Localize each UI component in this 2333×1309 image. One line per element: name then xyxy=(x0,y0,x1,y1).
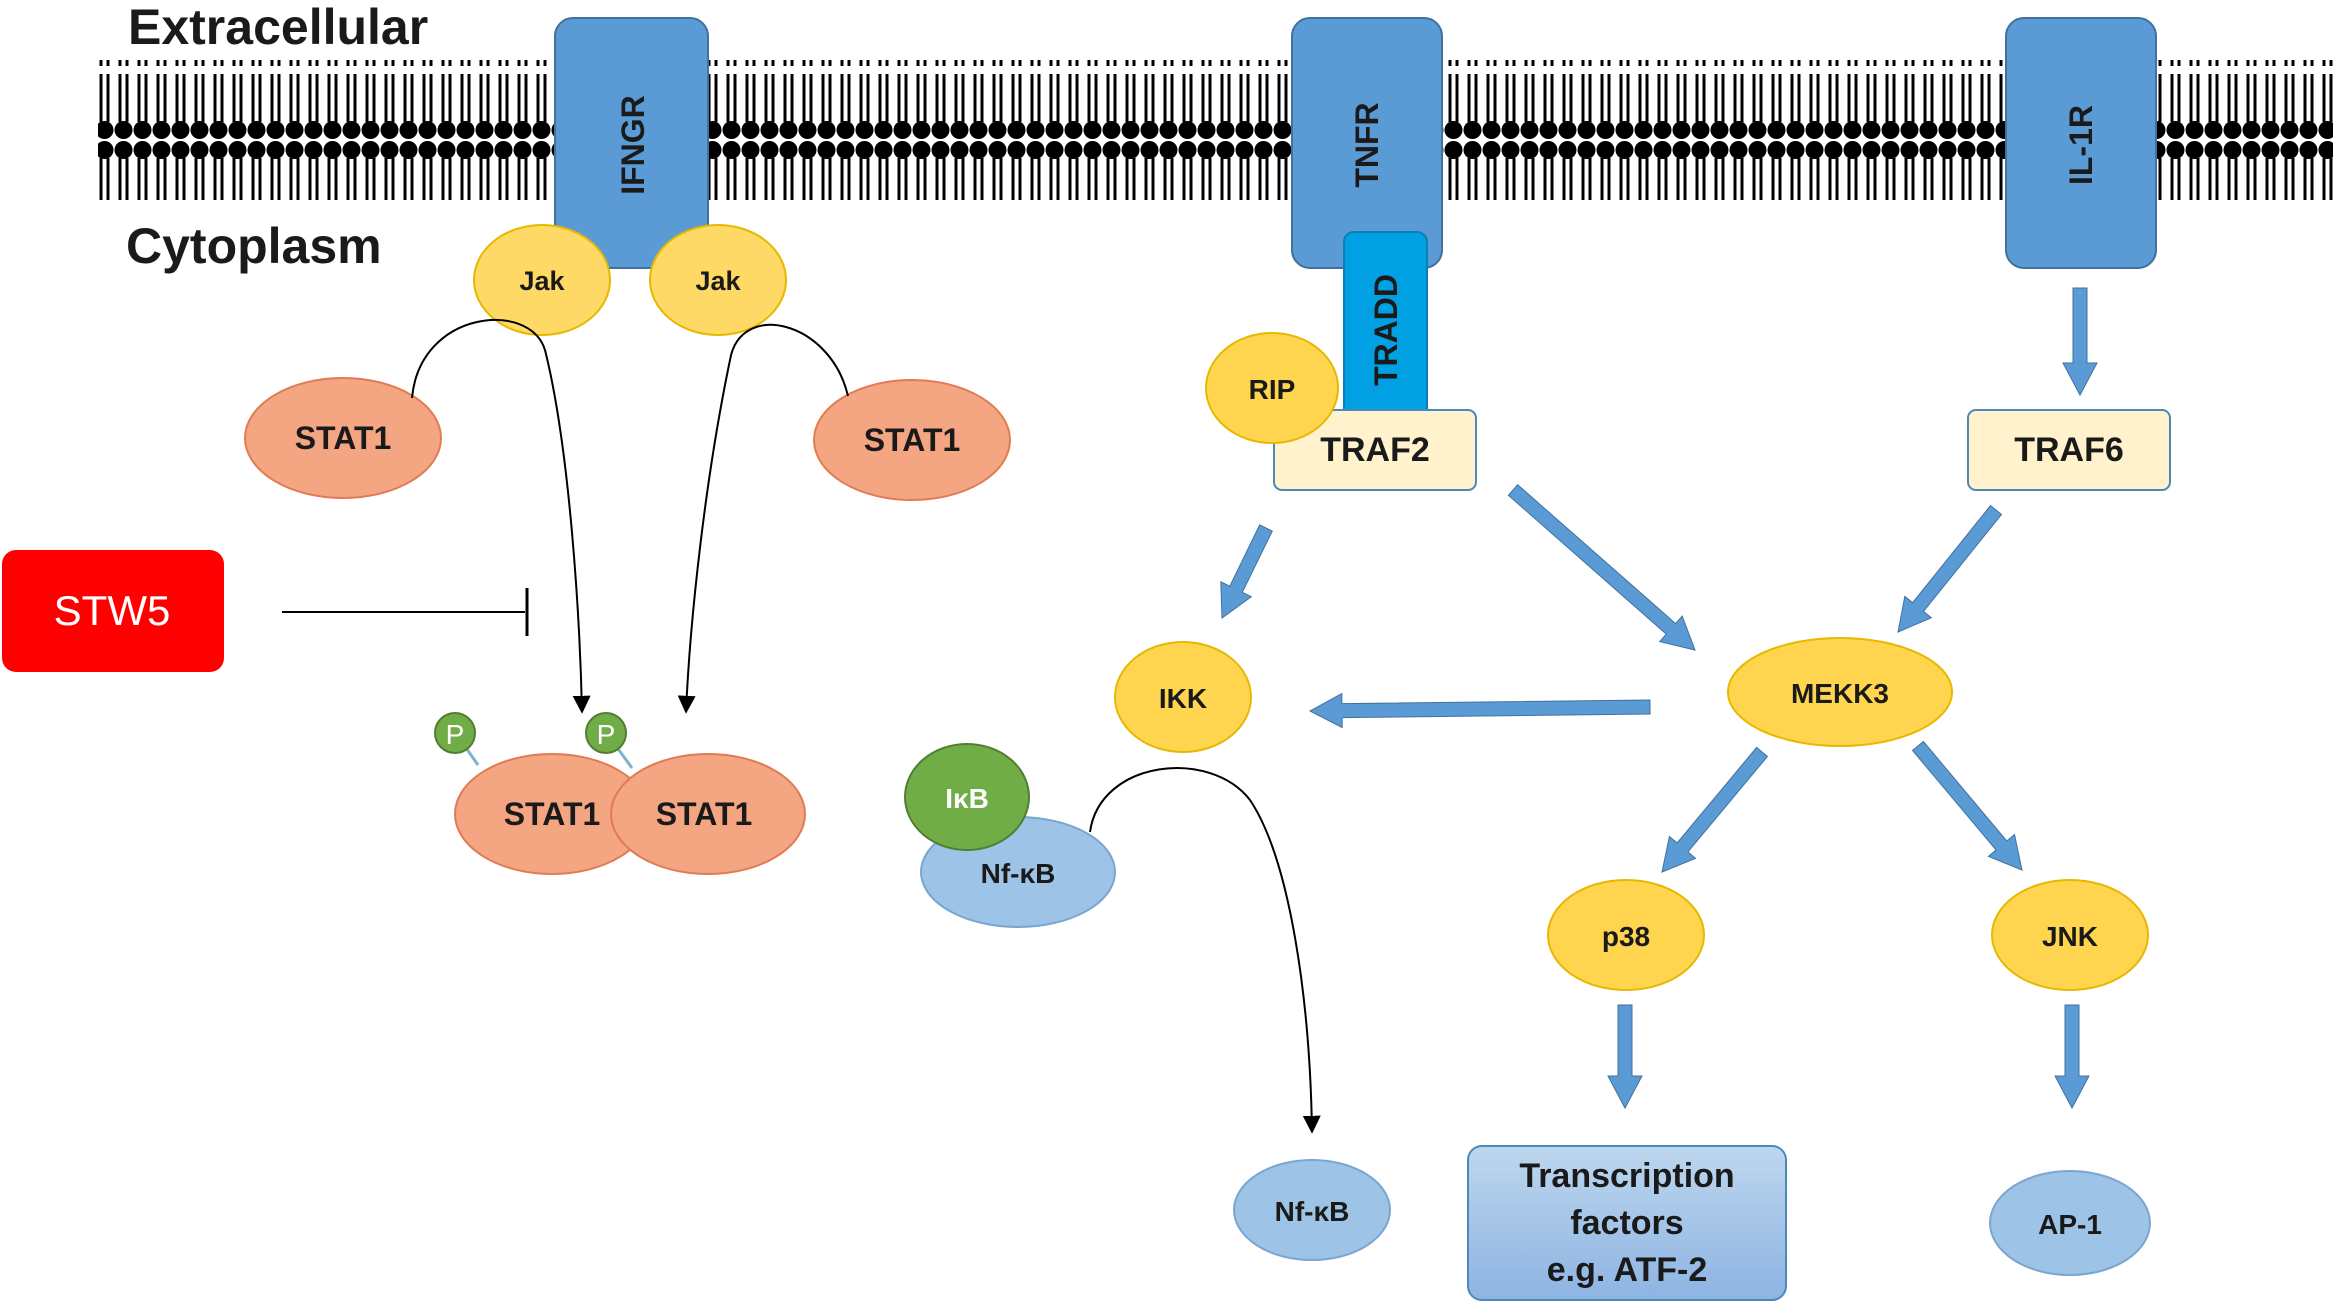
tnfr-label: TNFR xyxy=(1349,102,1385,187)
jak-left: Jak xyxy=(473,224,611,336)
stat1-left-label: STAT1 xyxy=(295,420,392,456)
cytoplasm-label: Cytoplasm xyxy=(126,218,382,274)
stw5-label: STW5 xyxy=(54,587,171,634)
stw5-box: STW5 xyxy=(2,550,224,672)
stw5-inhibition-line xyxy=(282,588,529,636)
ifngr-receptor: IFNGR xyxy=(554,17,709,269)
stat1-dimer: STAT1 STAT1 P P xyxy=(434,712,806,875)
jnk-label: JNK xyxy=(2042,921,2098,952)
nfkb-free: Nf-κB xyxy=(1233,1159,1391,1261)
arrow-il1r-to-traf6 xyxy=(2062,287,2098,397)
il1r-label: IL-1R xyxy=(2063,105,2099,185)
tradd-label: TRADD xyxy=(1368,274,1404,386)
stat1-right-label: STAT1 xyxy=(864,422,961,458)
traf6-label: TRAF6 xyxy=(2014,431,2124,469)
traf2-box: TRAF2 xyxy=(1273,409,1477,491)
arrow-jnk-to-ap1 xyxy=(2054,1004,2090,1110)
tradd-adaptor: TRADD xyxy=(1343,231,1428,423)
arrow-mekk3-to-p38 xyxy=(1661,746,1769,873)
ap1-node: AP-1 xyxy=(1989,1170,2151,1276)
ap1-label: AP-1 xyxy=(2038,1209,2102,1240)
ikk-label: IKK xyxy=(1159,683,1207,714)
jak-right-label: Jak xyxy=(695,266,741,296)
tf-line2: factors xyxy=(1570,1204,1683,1242)
traf2-label: TRAF2 xyxy=(1320,431,1430,469)
arrow-stat1-left-to-dimer xyxy=(411,319,591,714)
arrow-traf2-to-ikk xyxy=(1220,524,1273,619)
traf6-box: TRAF6 xyxy=(1967,409,2171,491)
block-arrows xyxy=(1220,287,2098,1110)
jak-right: Jak xyxy=(649,224,787,336)
stat1-right: STAT1 xyxy=(813,379,1011,501)
tnfr-receptor: TNFR xyxy=(1291,17,1443,269)
stat1-left: STAT1 xyxy=(244,377,442,499)
arrow-nfkb-release xyxy=(1089,767,1321,1134)
p38-label: p38 xyxy=(1602,921,1650,952)
ikb-label: IκB xyxy=(945,783,989,814)
mekk3-label: MEKK3 xyxy=(1791,678,1889,709)
jak-left-label: Jak xyxy=(519,266,565,296)
nfkb-complex-label: Nf-κB xyxy=(981,858,1056,889)
ifngr-label: IFNGR xyxy=(615,95,651,195)
arrow-p38-to-tf xyxy=(1607,1004,1643,1110)
arrow-traf6-to-mekk3 xyxy=(1897,504,2003,633)
tf-line3: e.g. ATF-2 xyxy=(1547,1251,1708,1289)
phosphate-right: P xyxy=(585,712,627,754)
phosphate-left: P xyxy=(434,712,476,754)
stat1-dimer-left-label: STAT1 xyxy=(504,796,601,832)
arrow-traf2-to-mekk3 xyxy=(1507,483,1696,651)
cell-membrane xyxy=(98,60,2333,200)
arrow-stat1-right-to-dimer xyxy=(677,323,849,714)
phosphate-left-label: P xyxy=(446,719,465,750)
rip-node: RIP xyxy=(1205,332,1339,444)
stat1-dimer-right-label: STAT1 xyxy=(656,796,753,832)
arrow-mekk3-to-ikk xyxy=(1308,692,1651,729)
tf-line1: Transcription xyxy=(1519,1157,1734,1195)
phosphate-right-label: P xyxy=(597,719,616,750)
arrow-mekk3-to-jnk xyxy=(1911,740,2023,871)
extracellular-label: Extracellular xyxy=(128,0,428,55)
ikk-node: IKK xyxy=(1114,641,1252,753)
nfkb-free-label: Nf-κB xyxy=(1275,1196,1350,1227)
jnk-node: JNK xyxy=(1991,879,2149,991)
p38-node: p38 xyxy=(1547,879,1705,991)
rip-label: RIP xyxy=(1249,374,1296,405)
mekk3-node: MEKK3 xyxy=(1727,637,1953,747)
ikb-nfkb-complex: Nf-κB IκB xyxy=(904,743,1116,928)
transcription-factors-box: Transcription factors e.g. ATF-2 xyxy=(1467,1145,1787,1301)
il1r-receptor: IL-1R xyxy=(2005,17,2157,269)
